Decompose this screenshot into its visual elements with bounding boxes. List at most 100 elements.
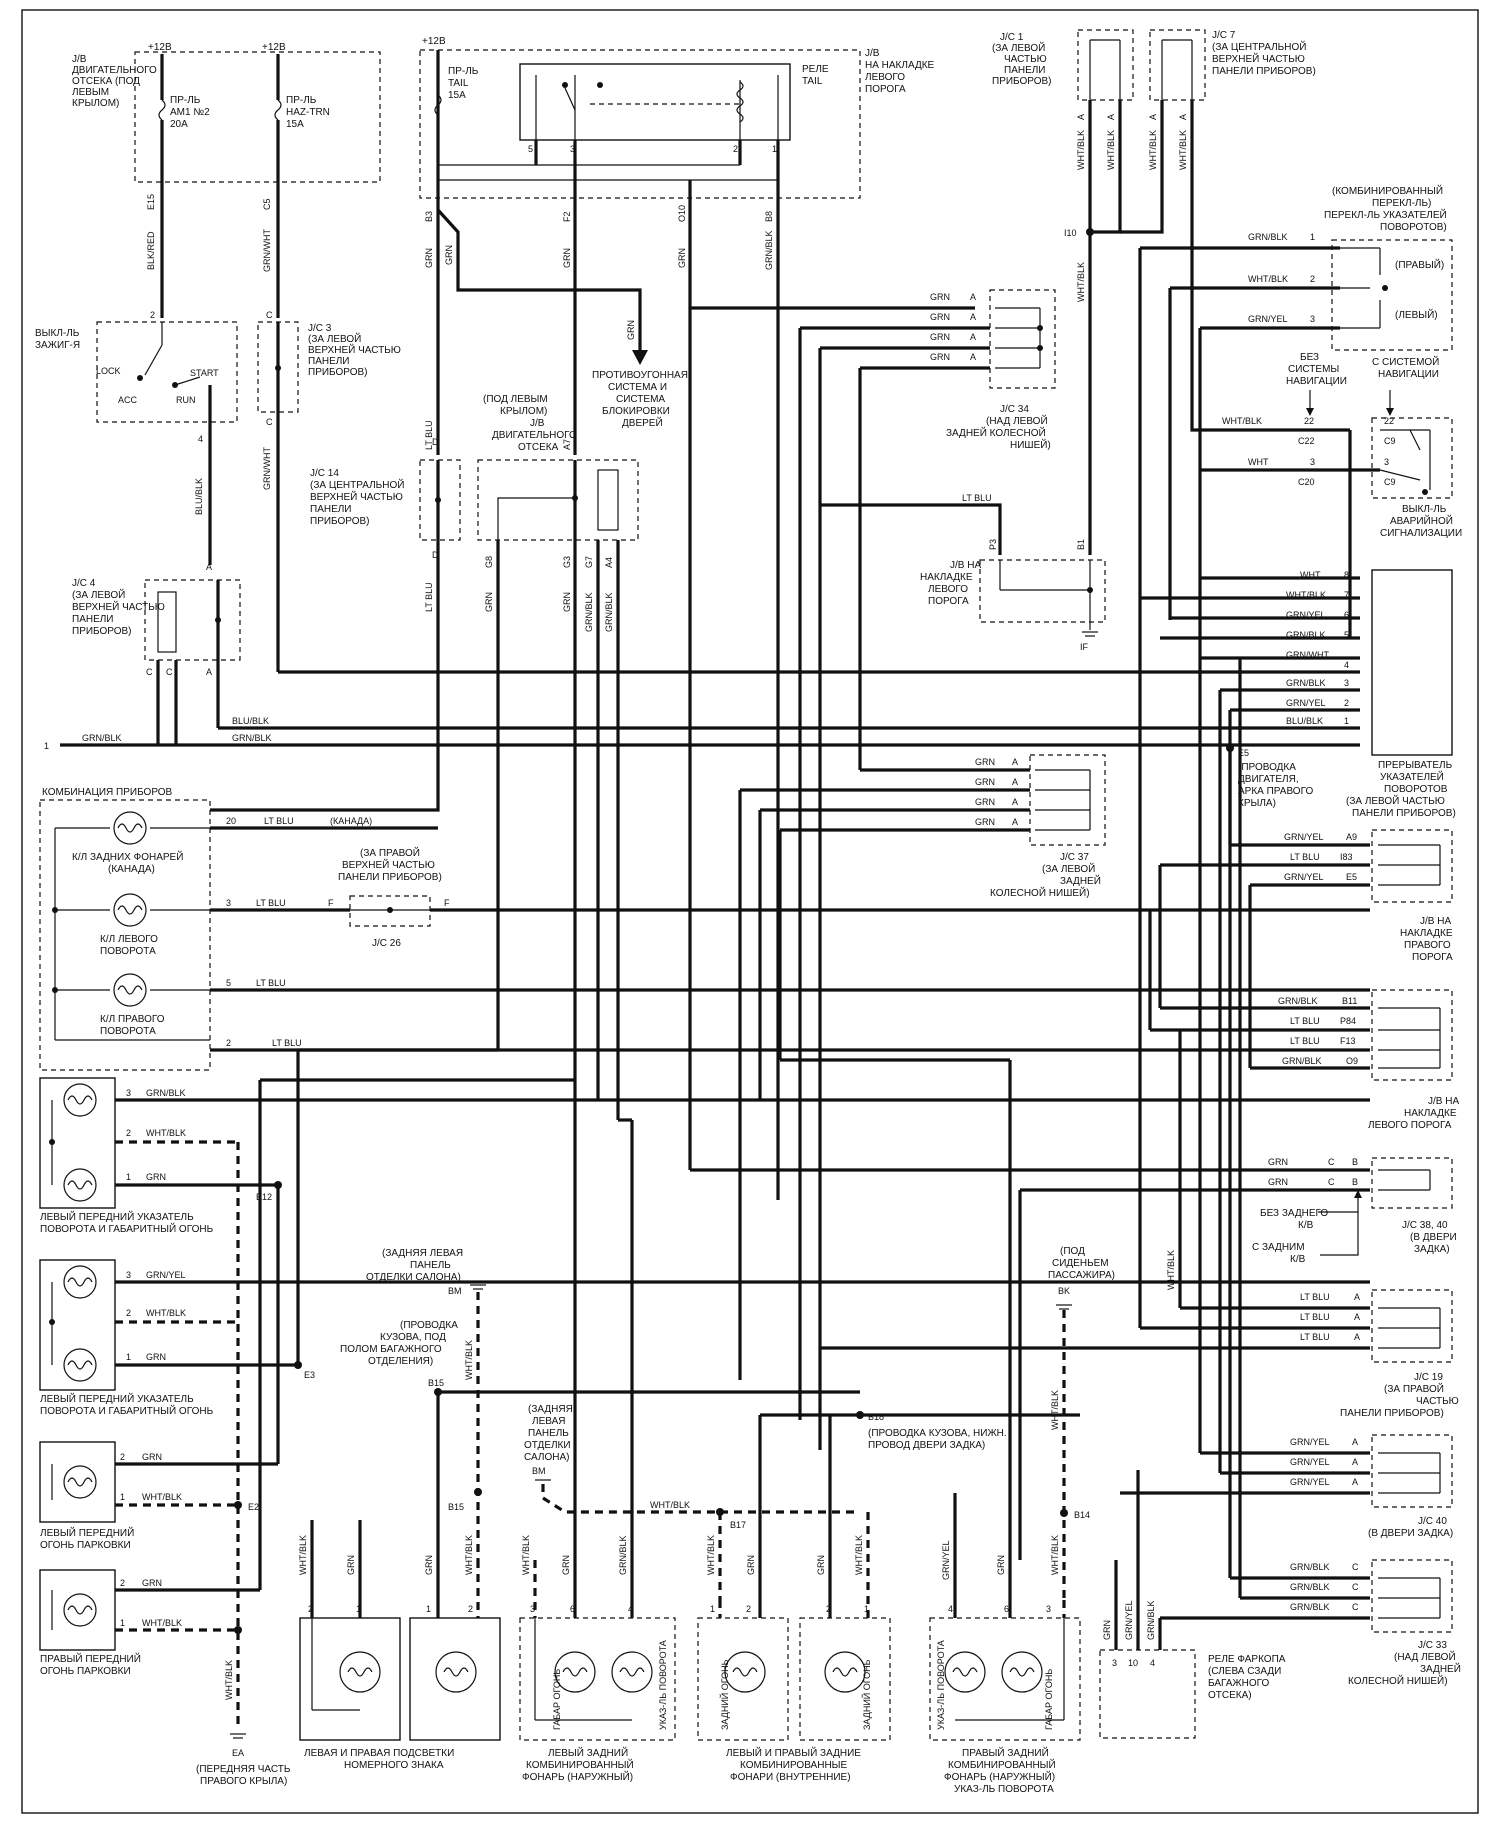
svg-text:САЛОНА): САЛОНА) [524, 1452, 569, 1463]
svg-text:GRN: GRN [444, 245, 454, 265]
svg-text:C: C [1352, 1582, 1359, 1592]
svg-text:I10: I10 [1064, 228, 1077, 238]
svg-text:C5: C5 [262, 198, 272, 210]
svg-text:LT BLU: LT BLU [1300, 1312, 1330, 1322]
svg-text:GRN: GRN [975, 817, 995, 827]
svg-text:GRN: GRN [816, 1555, 826, 1575]
svg-text:ЛЕВОГО: ЛЕВОГО [865, 72, 905, 83]
svg-text:GRN: GRN [562, 248, 572, 268]
svg-text:GRN: GRN [142, 1452, 162, 1462]
svg-text:ОГОНЬ ПАРКОВКИ: ОГОНЬ ПАРКОВКИ [40, 1540, 131, 1551]
svg-text:BM: BM [448, 1286, 462, 1296]
svg-text:GRN/YEL: GRN/YEL [1284, 872, 1324, 882]
svg-text:J/C 34: J/C 34 [1000, 404, 1029, 415]
svg-text:B3: B3 [424, 211, 434, 222]
svg-text:GRN/BLK: GRN/BLK [1146, 1600, 1156, 1640]
svg-text:НОМЕРНОГО ЗНАКА: НОМЕРНОГО ЗНАКА [344, 1760, 444, 1771]
svg-text:A: A [970, 352, 976, 362]
svg-text:IF: IF [1080, 642, 1089, 652]
svg-text:5: 5 [1344, 630, 1349, 640]
svg-text:+12В: +12В [422, 36, 446, 47]
svg-text:ЧАСТЬЮ: ЧАСТЬЮ [1004, 54, 1047, 65]
svg-text:GRN: GRN [930, 312, 950, 322]
svg-text:LT BLU: LT BLU [264, 816, 294, 826]
svg-text:ПАНЕЛИ: ПАНЕЛИ [308, 356, 350, 367]
svg-text:(ЗА ЦЕНТРАЛЬНОЙ: (ЗА ЦЕНТРАЛЬНОЙ [310, 478, 404, 491]
svg-text:1: 1 [120, 1618, 125, 1628]
jb-left-sill-3: GRN/BLK B11 LT BLU P84 LT BLU F13 GRN/BL… [1148, 865, 1459, 1131]
flasher-pin-labels: WHT 8 WHT/BLK 7 GRN/YEL 6 GRN/BLK 5 GRN/… [1286, 570, 1349, 726]
svg-text:WHT/BLK: WHT/BLK [298, 1535, 308, 1575]
svg-text:БАГАЖНОГО: БАГАЖНОГО [1208, 1678, 1270, 1689]
svg-text:WHT/BLK: WHT/BLK [464, 1535, 474, 1575]
svg-text:F2: F2 [562, 211, 572, 222]
svg-text:C22: C22 [1298, 436, 1315, 446]
svg-text:LOCK: LOCK [96, 366, 121, 376]
svg-text:КОЛЕСНОЙ НИШЕЙ): КОЛЕСНОЙ НИШЕЙ) [1348, 1674, 1448, 1687]
svg-text:(ЗА ЛЕВОЙ ЧАСТЬЮ: (ЗА ЛЕВОЙ ЧАСТЬЮ [1346, 794, 1445, 807]
svg-text:GRN/BLK: GRN/BLK [82, 733, 122, 743]
svg-text:B: B [1352, 1157, 1358, 1167]
svg-text:1: 1 [710, 1604, 715, 1614]
svg-text:ЗАЖИГ-Я: ЗАЖИГ-Я [35, 340, 80, 351]
svg-text:WHT/BLK: WHT/BLK [650, 1500, 690, 1510]
svg-text:БЕЗ: БЕЗ [1300, 352, 1319, 363]
svg-text:A4: A4 [604, 557, 614, 568]
svg-text:WHT/BLK: WHT/BLK [1222, 416, 1262, 426]
svg-text:СИГНАЛИЗАЦИИ: СИГНАЛИЗАЦИИ [1380, 528, 1462, 539]
svg-text:(ЗА ЛЕВОЙ: (ЗА ЛЕВОЙ [1042, 862, 1095, 875]
svg-text:GRN: GRN [626, 320, 636, 340]
svg-text:A: A [1076, 114, 1086, 120]
bulb-icon [554, 1651, 596, 1693]
svg-text:BLU/BLK: BLU/BLK [1286, 716, 1323, 726]
svg-text:НАКЛАДКЕ: НАКЛАДКЕ [920, 572, 973, 583]
svg-text:ПОВОРОТА И ГАБАРИТНЫЙ ОГОНЬ: ПОВОРОТА И ГАБАРИТНЫЙ ОГОНЬ [40, 1222, 214, 1235]
svg-text:(ЗА ЛЕВОЙ: (ЗА ЛЕВОЙ [992, 41, 1045, 54]
ground-ea: WHT/BLK EA (ПЕРЕДНЯЯ ЧАСТЬ ПРАВОГО КРЫЛА… [196, 1060, 300, 1787]
svg-text:ФОНАРЬ (НАРУЖНЫЙ): ФОНАРЬ (НАРУЖНЫЙ) [944, 1770, 1055, 1783]
svg-text:BM: BM [532, 1466, 546, 1476]
svg-text:C: C [1328, 1177, 1335, 1187]
svg-text:GRN/YEL: GRN/YEL [1124, 1600, 1134, 1640]
svg-text:TAIL: TAIL [802, 76, 823, 87]
svg-text:GRN: GRN [346, 1555, 356, 1575]
bulb-icon [611, 1651, 653, 1693]
svg-text:GRN: GRN [1268, 1177, 1288, 1187]
svg-text:A: A [1148, 114, 1158, 120]
ignition-feed-wires: E15 BLK/RED 2 C5 GRN/WHT C [146, 190, 280, 320]
svg-text:P84: P84 [1340, 1016, 1356, 1026]
svg-text:GRN/YEL: GRN/YEL [1290, 1477, 1330, 1487]
svg-text:A: A [1012, 797, 1018, 807]
svg-text:ВЕРХНЕЙ ЧАСТЬЮ: ВЕРХНЕЙ ЧАСТЬЮ [342, 858, 435, 871]
svg-text:GRN/BLK: GRN/BLK [584, 592, 594, 632]
svg-text:РЕЛЕ: РЕЛЕ [802, 64, 829, 75]
svg-text:LT BLU: LT BLU [1290, 1036, 1320, 1046]
svg-text:+12В: +12В [262, 42, 286, 53]
svg-text:LT BLU: LT BLU [424, 420, 434, 450]
svg-text:ПРАВОГО: ПРАВОГО [1404, 940, 1451, 951]
svg-text:ПОВОРОТА: ПОВОРОТА [100, 1026, 156, 1037]
svg-text:E2: E2 [248, 1502, 259, 1512]
svg-text:ПАНЕЛИ: ПАНЕЛИ [1004, 65, 1046, 76]
svg-text:6: 6 [570, 1604, 575, 1614]
svg-text:ОТСЕКА): ОТСЕКА) [1208, 1690, 1252, 1701]
svg-text:GRN/YEL: GRN/YEL [146, 1270, 186, 1280]
bulb-icon [113, 973, 147, 1007]
svg-text:КОМБИНИРОВАННЫЙ: КОМБИНИРОВАННЫЙ [948, 1758, 1056, 1771]
svg-text:GRN: GRN [424, 248, 434, 268]
svg-text:(ПРОВОДКА КУЗОВА, НИЖН.: (ПРОВОДКА КУЗОВА, НИЖН. [868, 1428, 1007, 1439]
svg-text:ПР-ЛЬ: ПР-ЛЬ [448, 66, 479, 77]
svg-text:J/C 33: J/C 33 [1418, 1640, 1447, 1651]
svg-text:F13: F13 [1340, 1036, 1356, 1046]
svg-text:(КАНАДА): (КАНАДА) [108, 864, 155, 875]
jb-left-sill-outputs: B3 F2 O10 B8 GRN GRN GRN ПРОТИВОУГОННАЯ … [424, 198, 975, 1200]
svg-text:2: 2 [126, 1128, 131, 1138]
svg-text:GRN/YEL: GRN/YEL [1290, 1457, 1330, 1467]
svg-text:G3: G3 [562, 556, 572, 568]
svg-text:ПРАВЫЙ ЗАДНИЙ: ПРАВЫЙ ЗАДНИЙ [962, 1746, 1049, 1759]
svg-text:GRN/BLK: GRN/BLK [764, 230, 774, 270]
svg-text:(ЗА ЦЕНТРАЛЬНОЙ: (ЗА ЦЕНТРАЛЬНОЙ [1212, 40, 1306, 53]
svg-text:(ЛЕВЫЙ): (ЛЕВЫЙ) [1395, 308, 1438, 321]
svg-text:(В ДВЕРИ ЗАДКА): (В ДВЕРИ ЗАДКА) [1368, 1528, 1453, 1539]
